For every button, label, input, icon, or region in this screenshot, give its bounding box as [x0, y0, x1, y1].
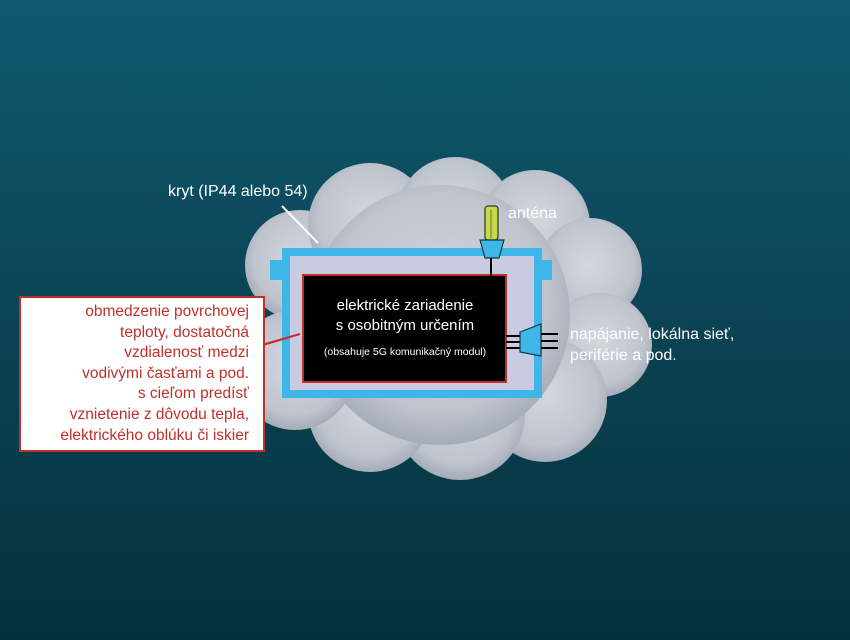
connections-label-line1: napájanie, lokálna sieť,: [570, 326, 735, 343]
note-line: elektrického oblúku či iskier: [60, 426, 249, 444]
connector-icon: [506, 323, 558, 357]
note-box: obmedzenie povrchovej teploty, dostatočn…: [19, 296, 265, 452]
device-subtitle: (obsahuje 5G komunikačný modul): [323, 346, 487, 358]
note-line: vznietenie z dôvodu tepla,: [69, 405, 249, 423]
note-line: teploty, dostatočná: [120, 323, 249, 341]
note-line: obmedzenie povrchovej: [85, 303, 249, 320]
enclosure-label: kryt (IP44 alebo 54): [168, 183, 308, 200]
enclosure-leader-line: [281, 205, 319, 244]
device-box: [302, 274, 507, 383]
connections-label-line2: periférie a pod.: [570, 347, 677, 364]
antenna-icon: [479, 205, 505, 276]
device-title-line1: elektrické zariadenie: [336, 297, 474, 314]
note-line: s cieľom predísť: [137, 385, 249, 403]
note-line: vzdialenosť medzi: [124, 344, 249, 362]
antenna-label: anténa: [508, 205, 557, 222]
device-title-line2: s osobitným určením: [335, 317, 475, 334]
note-line: vodivými časťami a pod.: [82, 364, 249, 382]
